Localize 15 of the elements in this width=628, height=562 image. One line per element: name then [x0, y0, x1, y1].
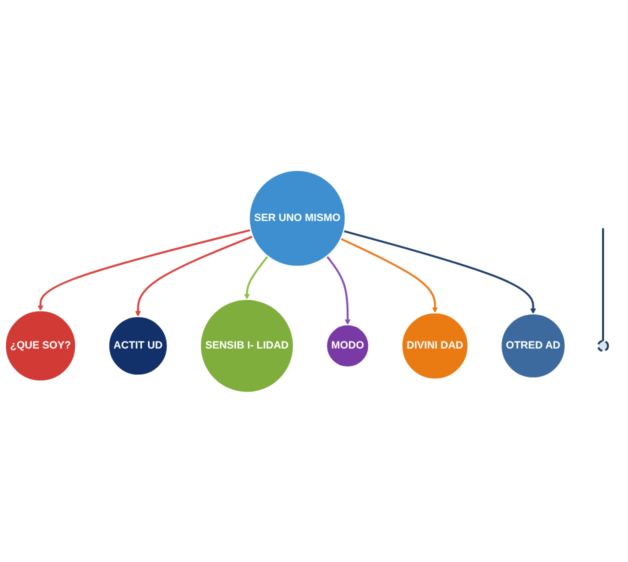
arrow: [38, 228, 251, 310]
arrow: [343, 230, 536, 314]
node-circle: SENSIB I- LIDAD: [200, 298, 294, 393]
node-circle: DIVINI DAD: [401, 312, 469, 380]
node-circle: ACTIT UD: [108, 315, 168, 376]
arrow: [244, 255, 268, 300]
node-circle: ¿QUE SOY?: [4, 310, 76, 382]
node-circle: [597, 340, 609, 352]
node-circle: MODO: [326, 324, 370, 368]
arrow: [326, 255, 351, 324]
arrow: [135, 235, 254, 316]
node-circle: OTRED AD: [500, 312, 566, 378]
arrow: [340, 237, 438, 313]
connector: [602, 228, 604, 341]
node-circle: SER UNO MISMO: [248, 169, 346, 267]
